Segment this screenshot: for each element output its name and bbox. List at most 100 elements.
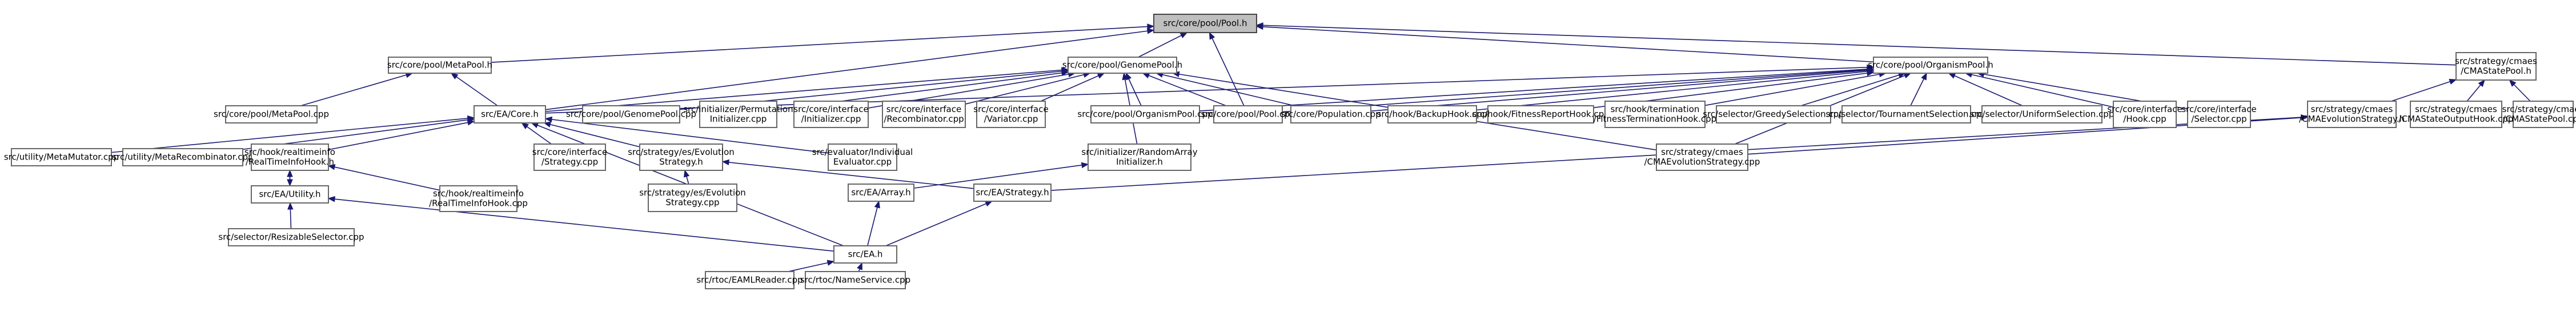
arrowhead-iface_variator-to-genomepool_h [1097, 73, 1105, 79]
node-cmastatepool_h[interactable]: src/strategy/cmaes/CMAStatePool.h [2455, 52, 2537, 81]
edge-ea_h-to-array_h [867, 201, 880, 246]
node-iface_strategy[interactable]: src/core/interface/Strategy.cpp [532, 143, 607, 171]
node-genomepool_cpp[interactable]: src/core/pool/GenomePool.cpp [566, 105, 696, 123]
node-resizableselector[interactable]: src/selector/ResizableSelector.cpp [218, 228, 364, 246]
node-realtimeinfohook_cpp[interactable]: src/hook/realtimeinfo/RealTimeInfoHook.c… [429, 185, 528, 212]
edge-ea_h-to-utility_h [328, 198, 834, 252]
node-label: src/initializer/RandomArray [1081, 147, 1197, 157]
node-label: src/EA/Core.h [481, 109, 539, 119]
node-box [228, 228, 355, 246]
edge-iface_variator-to-genomepool_h [1040, 73, 1105, 102]
arrowhead-pool_cpp-to-pool [1209, 31, 1215, 40]
node-evostrategy_h[interactable]: src/strategy/es/EvolutionStrategy.h [628, 143, 735, 171]
node-organismpool_h[interactable]: src/core/pool/OrganismPool.h [1868, 57, 1993, 74]
node-permutation_init[interactable]: src/initializer/PermutationInitializer.c… [683, 101, 793, 128]
node-box [882, 101, 966, 128]
edge-uniformselection-to-organismpool_h [1948, 73, 2023, 106]
node-box [1068, 57, 1177, 74]
node-label: /Strategy.cpp [541, 157, 598, 167]
node-pool_cpp[interactable]: src/core/pool/Pool.cpp [1201, 105, 1295, 123]
node-core_h[interactable]: src/EA/Core.h [474, 105, 546, 123]
node-fitnessreporthook[interactable]: src/hook/FitnessReportHook.cpp [1472, 105, 1610, 123]
node-realtimeinfohook_h[interactable]: src/hook/realtimeinfo/RealTimeInfoHook.h [244, 143, 335, 171]
node-label: /CMAStatePool.cpp [2503, 114, 2576, 124]
node-box [1604, 101, 1706, 128]
node-label: Evaluator.cpp [833, 157, 892, 167]
dependency-edges [111, 22, 2531, 272]
arrowhead-cmaevo_h-to-cmastatepool_h [2449, 78, 2457, 85]
node-evostrategy_cpp[interactable]: src/strategy/es/EvolutionStrategy.cpp [639, 184, 746, 212]
node-metarecombinator[interactable]: src/utility/MetaRecombinator.cpp [112, 148, 254, 166]
node-box [2113, 101, 2177, 128]
node-label: src/core/pool/MetaPool.h [387, 60, 492, 70]
node-cmastateoutputhook[interactable]: src/strategy/cmaes/CMAStateOutputHook.cp… [2399, 101, 2514, 128]
edge-population_cpp-to-organismpool_h [1370, 69, 1874, 112]
node-box [648, 184, 737, 212]
edge-organismpool_cpp-to-organismpool_h [1199, 68, 1874, 111]
node-label: Strategy.cpp [665, 197, 719, 208]
node-label: /Recombinator.cpp [884, 114, 964, 124]
node-cmastatepool_cpp[interactable]: src/strategy/cmaes/CMAStatePool.cpp [2502, 101, 2576, 128]
node-genomepool_h[interactable]: src/core/pool/GenomePool.h [1062, 57, 1182, 74]
edge-core_h-to-metapool_h [451, 73, 498, 106]
node-iface_initializer[interactable]: src/core/interface/Initializer.cpp [793, 101, 869, 128]
node-iface_hook[interactable]: src/core/interface/Hook.cpp [2107, 101, 2182, 128]
node-strategy_h[interactable]: src/EA/Strategy.h [973, 184, 1052, 202]
node-nameservice[interactable]: src/rtoc/NameService.cpp [800, 271, 910, 289]
node-organismpool_cpp[interactable]: src/core/pool/OrganismPool.cpp [1077, 105, 1213, 123]
node-population_cpp[interactable]: src/core/Population.cpp [1281, 105, 1381, 123]
edge-individualevaluator-to-core_h [545, 118, 829, 154]
node-label: src/utility/MetaMutator.cpp [4, 152, 119, 162]
node-tournamentselection[interactable]: src/selector/TournamentSelection.cpp [1825, 105, 1987, 123]
node-label: src/selector/UniformSelection.cpp [1970, 109, 2114, 119]
node-greedyselection[interactable]: src/selector/GreedySelection.cpp [1703, 105, 1844, 123]
node-box [1487, 105, 1594, 123]
node-label: src/core/pool/GenomePool.cpp [566, 109, 696, 119]
arrowhead-iface_strategy-to-core_h [521, 122, 529, 129]
node-box [848, 184, 914, 202]
arrowhead-tournamentselection-to-organismpool_h [1921, 72, 1927, 81]
node-iface_selector[interactable]: src/core/interface/Selector.cpp [2181, 101, 2257, 128]
node-label: src/selector/TournamentSelection.cpp [1825, 109, 1987, 119]
node-ea_h[interactable]: src/EA.h [833, 245, 897, 264]
edge-backuphook-to-organismpool_h [1476, 70, 1874, 111]
node-metapool_h[interactable]: src/core/pool/MetaPool.h [387, 57, 492, 74]
node-label: src/EA/Array.h [851, 188, 910, 198]
node-cmaevo_cpp[interactable]: src/strategy/cmaes/CMAEvolutionStrategy.… [1644, 143, 1760, 171]
node-box [439, 185, 517, 212]
node-box [474, 105, 546, 123]
node-label: /Variator.cpp [984, 114, 1038, 124]
node-box [1716, 105, 1831, 123]
node-label: src/strategy/cmaes [2502, 104, 2576, 114]
node-uniformselection[interactable]: src/selector/UniformSelection.cpp [1970, 105, 2114, 123]
node-utility_h[interactable]: src/EA/Utility.h [251, 185, 329, 204]
node-box [1088, 143, 1191, 171]
node-iface_variator[interactable]: src/core/interface/Variator.cpp [973, 101, 1049, 128]
node-box [1873, 57, 1988, 74]
node-eamlreader[interactable]: src/rtoc/EAMLReader.cpp [696, 271, 803, 289]
node-cmaevo_h[interactable]: src/strategy/cmaes/CMAEvolutionStrategy.… [2299, 101, 2405, 128]
arrowhead-ea_h-to-core_h [531, 122, 539, 129]
node-iface_recombinator[interactable]: src/core/interface/Recombinator.cpp [882, 101, 966, 128]
node-label: /Initializer.cpp [801, 114, 861, 124]
node-box [225, 105, 318, 123]
node-label: src/rtoc/EAMLReader.cpp [696, 275, 803, 285]
node-label: src/strategy/es/Evolution [639, 188, 746, 198]
node-label: Initializer.cpp [710, 114, 767, 124]
arrowhead-cmastatepool_h-to-pool [1255, 22, 1263, 29]
node-array_h[interactable]: src/EA/Array.h [848, 184, 914, 202]
node-backuphook[interactable]: src/hook/BackupHook.cpp [1377, 105, 1488, 123]
node-pool[interactable]: src/core/pool/Pool.h [1153, 14, 1257, 33]
node-fitnessterminationhook[interactable]: src/hook/termination/FitnessTerminationH… [1594, 101, 1716, 128]
node-metapool_cpp[interactable]: src/core/pool/MetaPool.cpp [214, 105, 329, 123]
node-label: src/rtoc/NameService.cpp [800, 275, 910, 285]
node-metamutator[interactable]: src/utility/MetaMutator.cpp [4, 148, 119, 166]
node-box [1387, 105, 1477, 123]
node-label: src/EA.h [848, 249, 883, 260]
node-box [1153, 14, 1257, 33]
arrowhead-realtimeinfohook_cpp-to-realtimeinfohook_h [327, 164, 336, 170]
arrowhead-uniformselection-to-organismpool_h [1948, 73, 1956, 79]
node-label: src/hook/termination [1611, 104, 1700, 114]
